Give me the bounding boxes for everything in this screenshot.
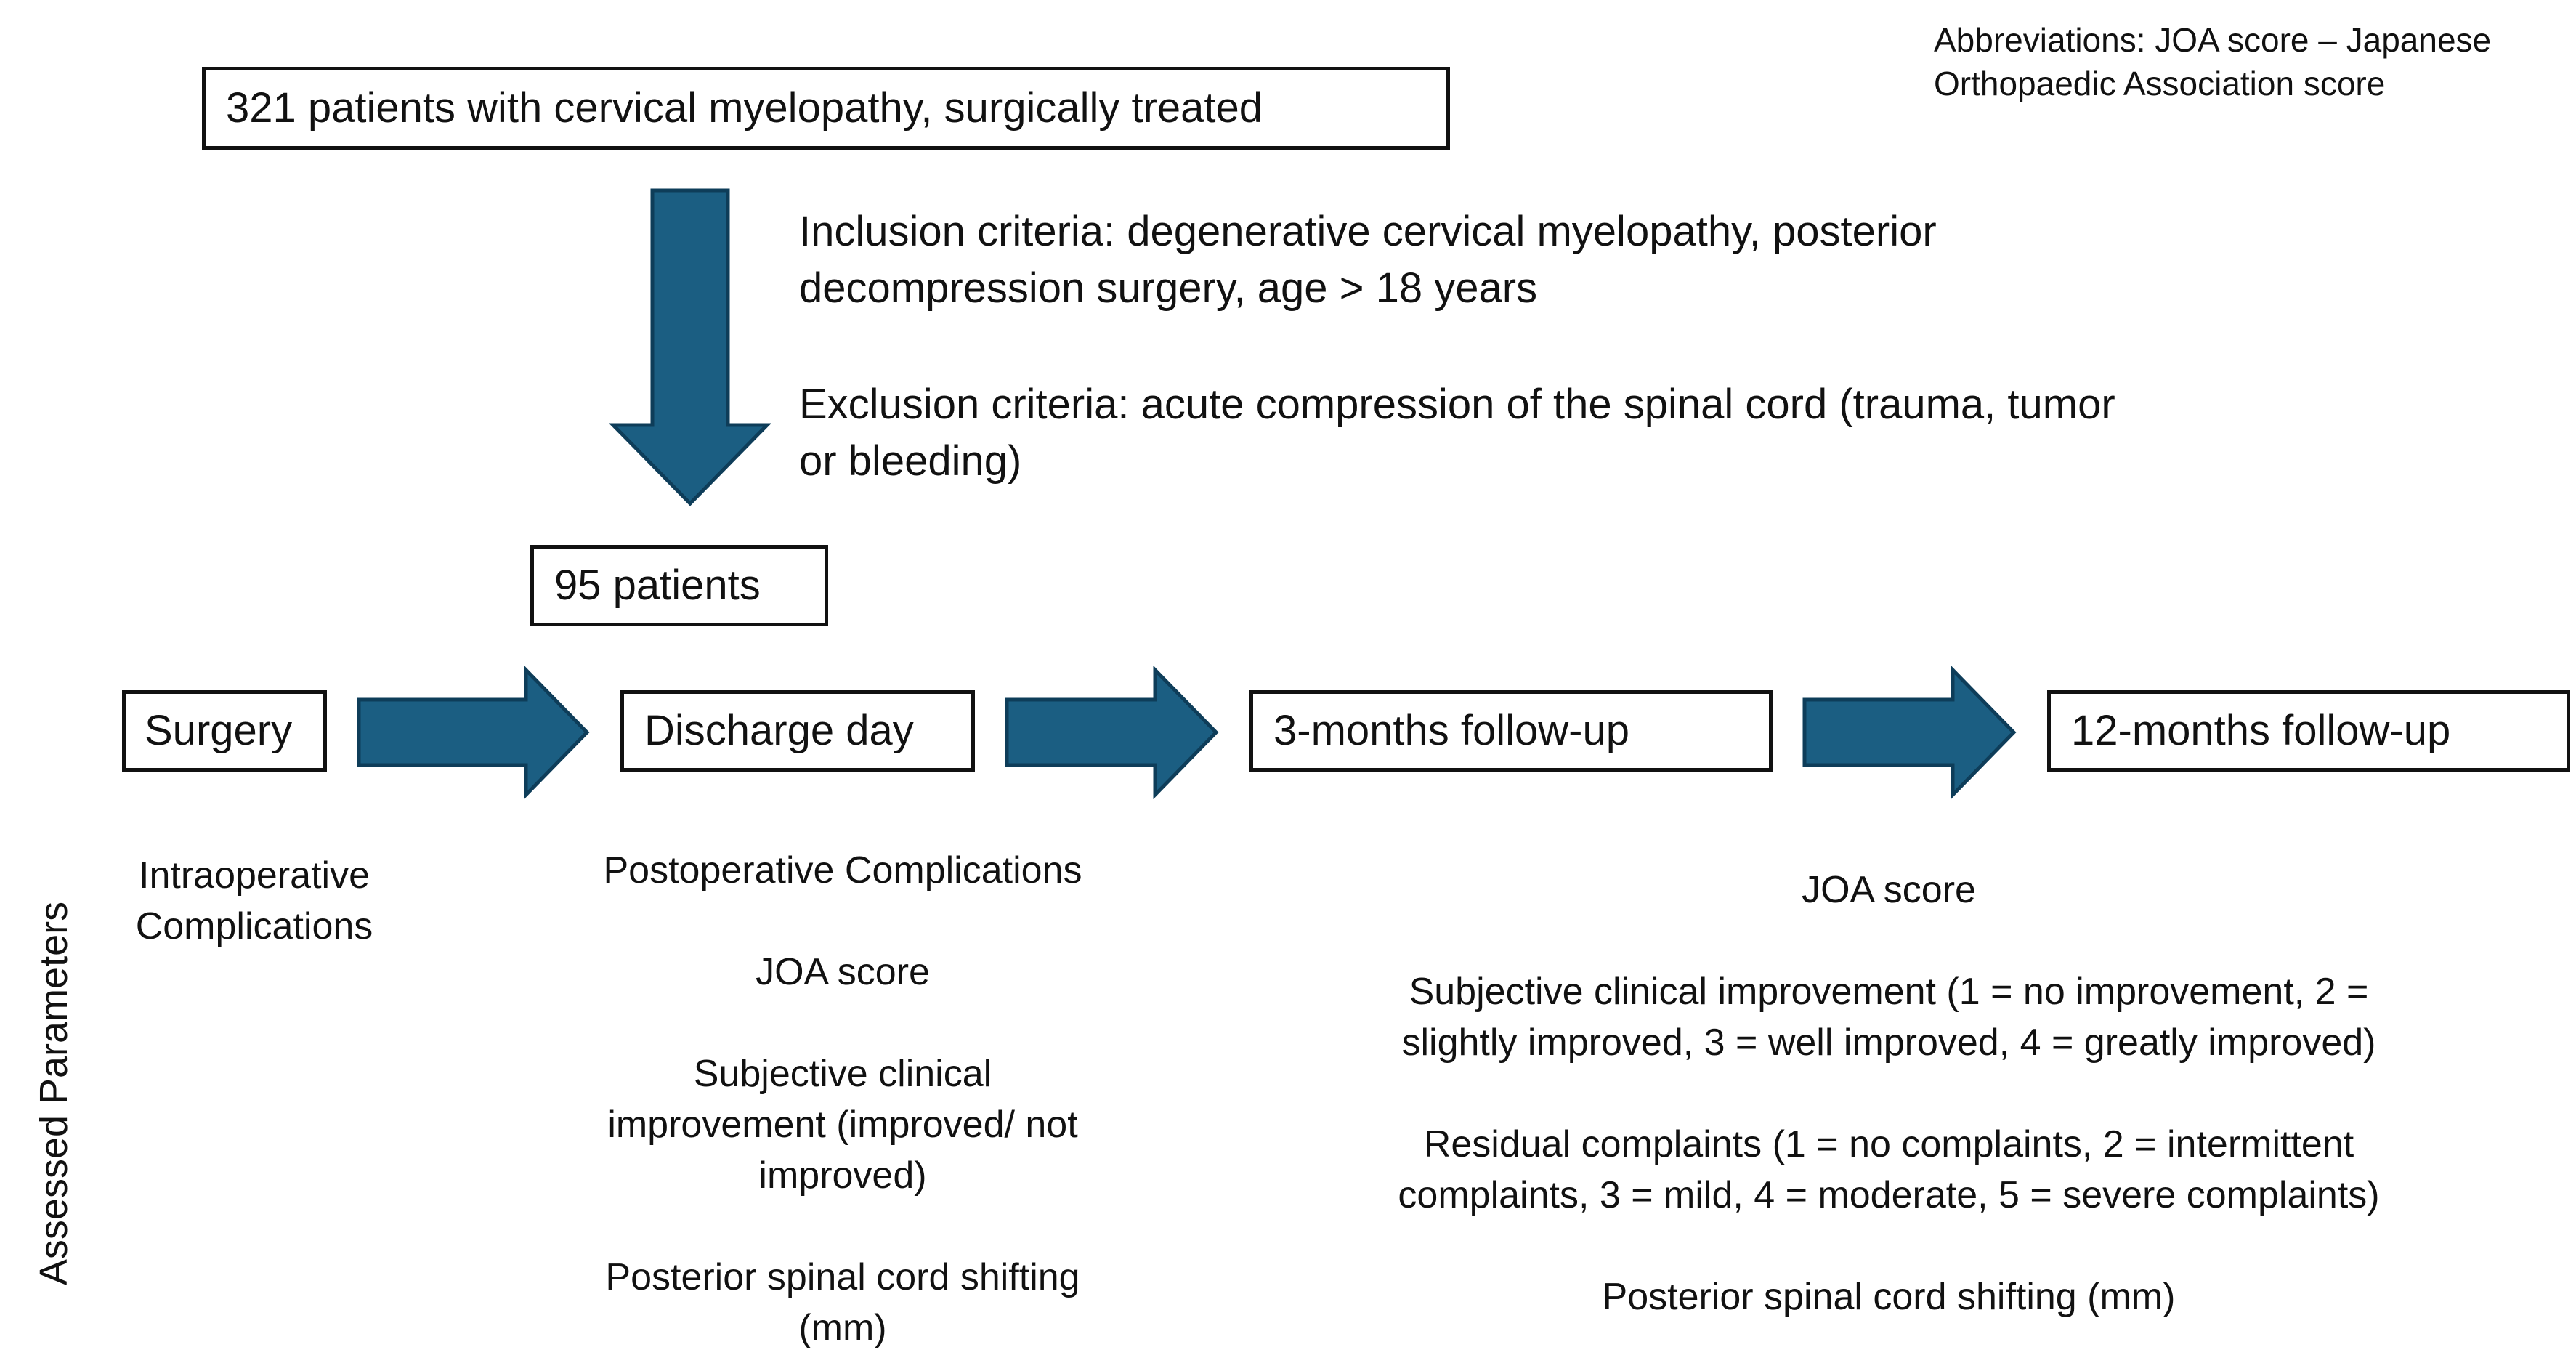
- inclusion-criteria-line-2: decompression surgery, age > 18 years: [799, 264, 1538, 312]
- stage-3months-label: 3-months follow-up: [1273, 706, 1629, 754]
- discharge-param-spinal-shift-line-1: Posterior spinal cord shifting: [605, 1256, 1080, 1298]
- discharge-param-spinal-shift-line-2: (mm): [798, 1307, 887, 1349]
- stage-discharge-label: Discharge day: [644, 706, 914, 754]
- initial-cohort-label: 321 patients with cervical myelopathy, s…: [226, 84, 1263, 132]
- followup-param-residual-complaints: Residual complaints (1 = no complaints, …: [1322, 1119, 2455, 1221]
- discharge-param-postop-complications: Postoperative Complications: [603, 849, 1082, 891]
- abbreviations-line-2: Orthopaedic Association score: [1934, 64, 2386, 102]
- right-arrow-discharge-3months: [1005, 665, 1219, 800]
- inclusion-criteria-line-1: Inclusion criteria: degenerative cervica…: [799, 208, 1937, 255]
- inclusion-criteria: Inclusion criteria: degenerative cervica…: [799, 203, 1937, 317]
- exclusion-criteria-line-1: Exclusion criteria: acute compression of…: [799, 381, 2115, 428]
- abbreviations-line-1: Abbreviations: JOA score – Japanese: [1934, 21, 2492, 59]
- followup-param-subjective-improvement: Subjective clinical improvement (1 = no …: [1322, 966, 2455, 1068]
- stage-discharge-box: Discharge day: [620, 690, 975, 772]
- final-cohort-label: 95 patients: [554, 561, 761, 609]
- discharge-param-subjective-line-1: Subjective clinical: [693, 1053, 992, 1095]
- right-arrow-surgery-discharge: [357, 665, 590, 800]
- surgery-param-line-2: Complications: [135, 905, 373, 947]
- discharge-param-subjective-line-2: improvement (improved/ not: [607, 1104, 1078, 1146]
- exclusion-criteria-line-2: or bleeding): [799, 437, 1022, 485]
- discharge-parameters: Postoperative Complications JOA score Su…: [530, 845, 1155, 1354]
- initial-cohort-box: 321 patients with cervical myelopathy, s…: [202, 67, 1450, 150]
- stage-12months-box: 12-months follow-up: [2047, 690, 2570, 772]
- discharge-param-subjective-line-3: improved): [758, 1154, 927, 1197]
- discharge-param-spinal-shift: Posterior spinal cord shifting (mm): [530, 1252, 1155, 1354]
- final-cohort-box: 95 patients: [530, 545, 828, 626]
- discharge-param-joa: JOA score: [756, 951, 930, 993]
- stage-surgery-label: Surgery: [145, 706, 293, 754]
- followup-param-residual-line-1: Residual complaints (1 = no complaints, …: [1423, 1123, 2354, 1165]
- discharge-param-subjective-improvement: Subjective clinical improvement (improve…: [530, 1048, 1155, 1201]
- stage-surgery-box: Surgery: [122, 690, 327, 772]
- exclusion-criteria: Exclusion criteria: acute compression of…: [799, 376, 2115, 490]
- surgery-parameters: Intraoperative Complications: [94, 850, 414, 952]
- followup-parameters: JOA score Subjective clinical improvemen…: [1322, 865, 2455, 1322]
- assessed-parameters-text: Assessed Parameters: [32, 901, 76, 1286]
- followup-param-joa: JOA score: [1802, 869, 1976, 911]
- abbreviations-note: Abbreviations: JOA score – Japanese Orth…: [1934, 19, 2491, 106]
- assessed-parameters-label: Assessed Parameters: [32, 865, 76, 1322]
- followup-param-subjective-line-1: Subjective clinical improvement (1 = no …: [1409, 971, 2369, 1013]
- surgery-param-line-1: Intraoperative: [139, 854, 370, 897]
- down-arrow: [609, 188, 771, 506]
- followup-param-subjective-line-2: slightly improved, 3 = well improved, 4 …: [1401, 1022, 2376, 1064]
- followup-param-residual-line-2: complaints, 3 = mild, 4 = moderate, 5 = …: [1398, 1174, 2380, 1216]
- followup-param-spinal-shift: Posterior spinal cord shifting (mm): [1602, 1276, 2176, 1318]
- stage-12months-label: 12-months follow-up: [2071, 706, 2451, 754]
- right-arrow-3months-12months: [1802, 665, 2017, 800]
- stage-3months-box: 3-months follow-up: [1249, 690, 1773, 772]
